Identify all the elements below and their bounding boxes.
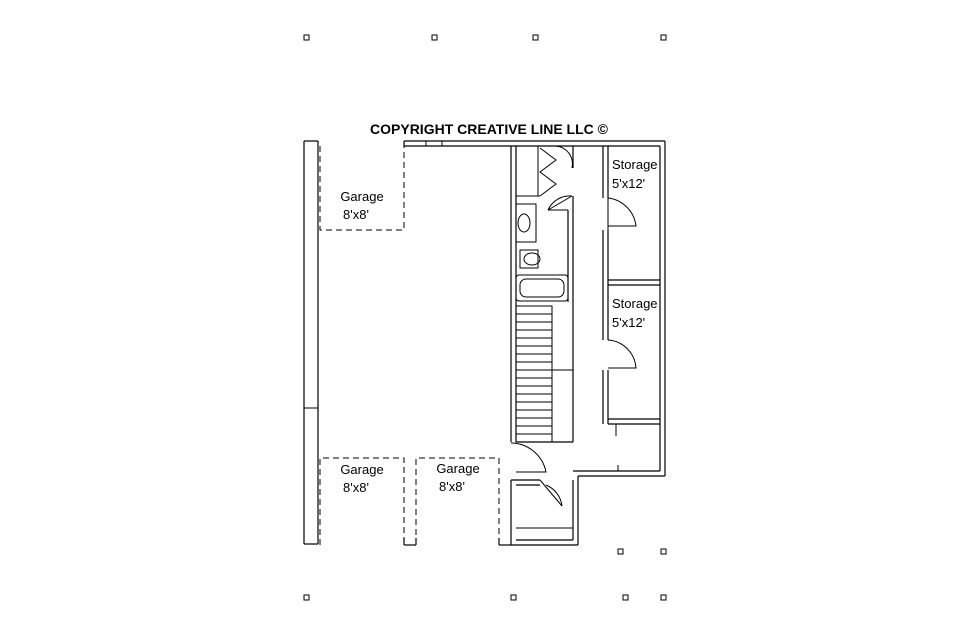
room-storage-top: Storage 5'x12' <box>612 157 658 191</box>
room-name: Storage <box>612 157 658 172</box>
room-name: Garage <box>340 189 383 204</box>
bath-fixtures <box>515 203 569 302</box>
room-name: Storage <box>612 296 658 311</box>
sink-icon <box>517 213 531 233</box>
toilet-icon <box>523 252 541 266</box>
room-size: 8'x8' <box>343 207 369 222</box>
room-storage-middle: Storage 5'x12' <box>612 296 658 330</box>
copyright-title: COPYRIGHT CREATIVE LINE LLC © <box>370 121 609 137</box>
room-size: 5'x12' <box>612 176 645 191</box>
grid-markers <box>303 34 667 601</box>
door-swings <box>510 195 637 507</box>
closet-doors <box>539 145 573 197</box>
room-name: Garage <box>340 462 383 477</box>
room-size: 8'x8' <box>343 480 369 495</box>
room-garage-top: Garage 8'x8' <box>340 189 383 222</box>
exterior-walls <box>303 140 666 546</box>
bathtub-icon <box>515 274 569 302</box>
room-garage-bottom-left: Garage 8'x8' <box>340 462 383 495</box>
room-size: 5'x12' <box>612 315 645 330</box>
garage-parking-outlines <box>319 146 500 545</box>
room-name: Garage <box>436 461 479 476</box>
room-garage-bottom-right: Garage 8'x8' <box>436 461 479 494</box>
staircase <box>515 305 573 443</box>
room-size: 8'x8' <box>439 479 465 494</box>
